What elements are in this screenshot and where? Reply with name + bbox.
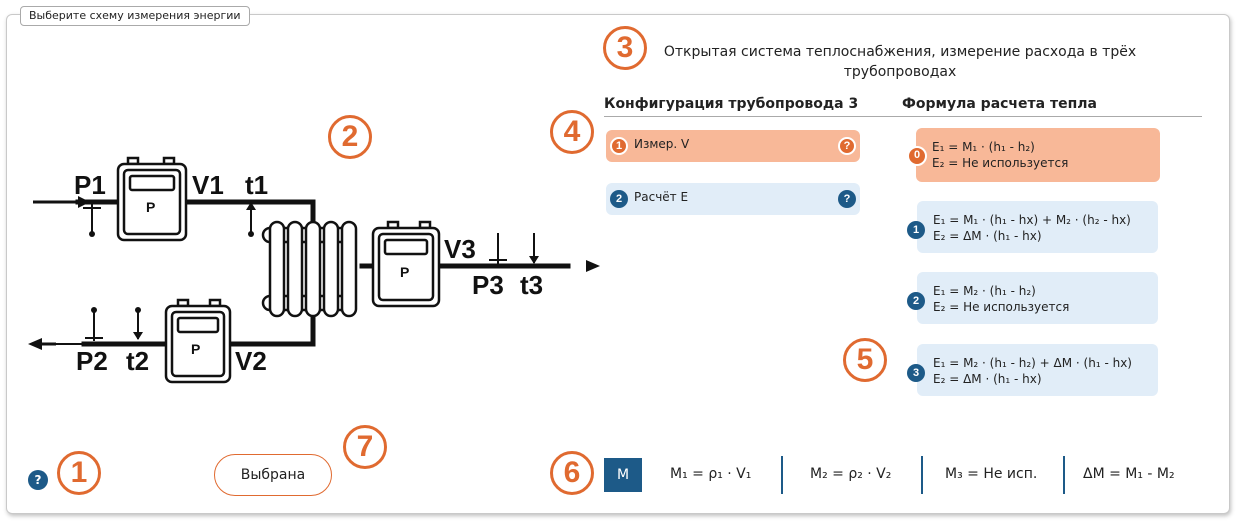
label-t1: t1 [245,170,268,200]
label-v2: V2 [235,346,267,376]
config-heading: Конфигурация трубопровода 3 [604,96,859,112]
config-option-number: 1 [610,137,628,155]
label-p3: P3 [472,270,504,300]
label-v3: V3 [444,234,476,264]
marker-3: 3 [603,26,647,70]
meter-3-label: P [400,264,409,280]
panel-title: Выберите схему измерения энергии [20,6,250,26]
divider [1063,456,1065,494]
label-p2: P2 [76,346,108,376]
formula-line-e1: E₁ = M₂ · (h₁ - h₂) + ΔM · (h₁ - hx) [933,356,1132,370]
marker-1: 1 [57,451,101,495]
formula-heading: Формула расчета тепла [902,96,1097,112]
formula-option-number: 3 [907,364,925,382]
heading-divider [604,116,1202,117]
config-option-label: Расчёт E [634,190,689,204]
config-option-number: 2 [610,190,628,208]
formula-line-e2: E₂ = Не используется [933,300,1070,314]
formula-option-1[interactable]: 1 E₁ = M₁ · (h₁ - hx) + M₂ · (h₂ - hx) E… [907,201,1158,253]
marker-7: 7 [343,425,387,469]
select-button[interactable]: Выбрана [214,454,332,496]
config-option-measure-v[interactable]: 1 Измер. V ? [606,130,860,162]
label-v1: V1 [192,170,224,200]
scheme-panel [6,14,1230,514]
marker-5: 5 [843,338,887,382]
marker-2: 2 [328,115,372,159]
pipeline-diagram: P P P P1 V1 t1 P2 t2 V2 V3 P3 t3 [28,156,600,384]
help-icon[interactable]: ? [838,190,856,208]
meter-2-label: P [191,341,200,357]
label-t2: t2 [126,346,149,376]
marker-6: 6 [550,451,594,495]
system-title: Открытая система теплоснабжения, измерен… [663,44,1137,80]
help-icon[interactable]: ? [838,137,856,155]
formula-line-e1: E₁ = M₁ · (h₁ - hx) + M₂ · (h₂ - hx) [933,213,1131,227]
mass-badge: M [604,458,642,492]
config-option-calc-e[interactable]: 2 Расчёт E ? [606,183,860,215]
formula-option-3[interactable]: 3 E₁ = M₂ · (h₁ - h₂) + ΔM · (h₁ - hx) E… [907,344,1158,396]
mass-formula-dm: ΔM = M₁ - M₂ [1083,466,1175,482]
divider [921,456,923,494]
marker-4: 4 [550,110,594,154]
config-option-label: Измер. V [634,137,690,151]
formula-line-e2: E₂ = ΔM · (h₁ - hx) [933,372,1042,386]
formula-option-number: 2 [907,292,925,310]
divider [781,456,783,494]
formula-option-0[interactable]: 0 E₁ = M₁ · (h₁ - h₂) E₂ = Не использует… [907,128,1160,182]
formula-option-2[interactable]: 2 E₁ = M₂ · (h₁ - h₂) E₂ = Не использует… [907,272,1158,324]
label-t3: t3 [520,270,543,300]
formula-option-number: 0 [907,146,927,166]
meter-1-label: P [146,199,155,215]
label-p1: P1 [74,170,106,200]
mass-formula-m1: M₁ = ρ₁ · V₁ [670,466,752,482]
help-icon[interactable]: ? [28,470,48,490]
formula-line-e2: E₂ = ΔM · (h₁ - hx) [933,229,1042,243]
mass-formula-m3: M₃ = Не исп. [945,466,1038,482]
formula-line-e2: E₂ = Не используется [932,156,1069,170]
formula-line-e1: E₁ = M₁ · (h₁ - h₂) [932,140,1035,154]
formula-option-number: 1 [907,221,925,239]
mass-formula-m2: M₂ = ρ₂ · V₂ [810,466,892,482]
formula-line-e1: E₁ = M₂ · (h₁ - h₂) [933,284,1036,298]
